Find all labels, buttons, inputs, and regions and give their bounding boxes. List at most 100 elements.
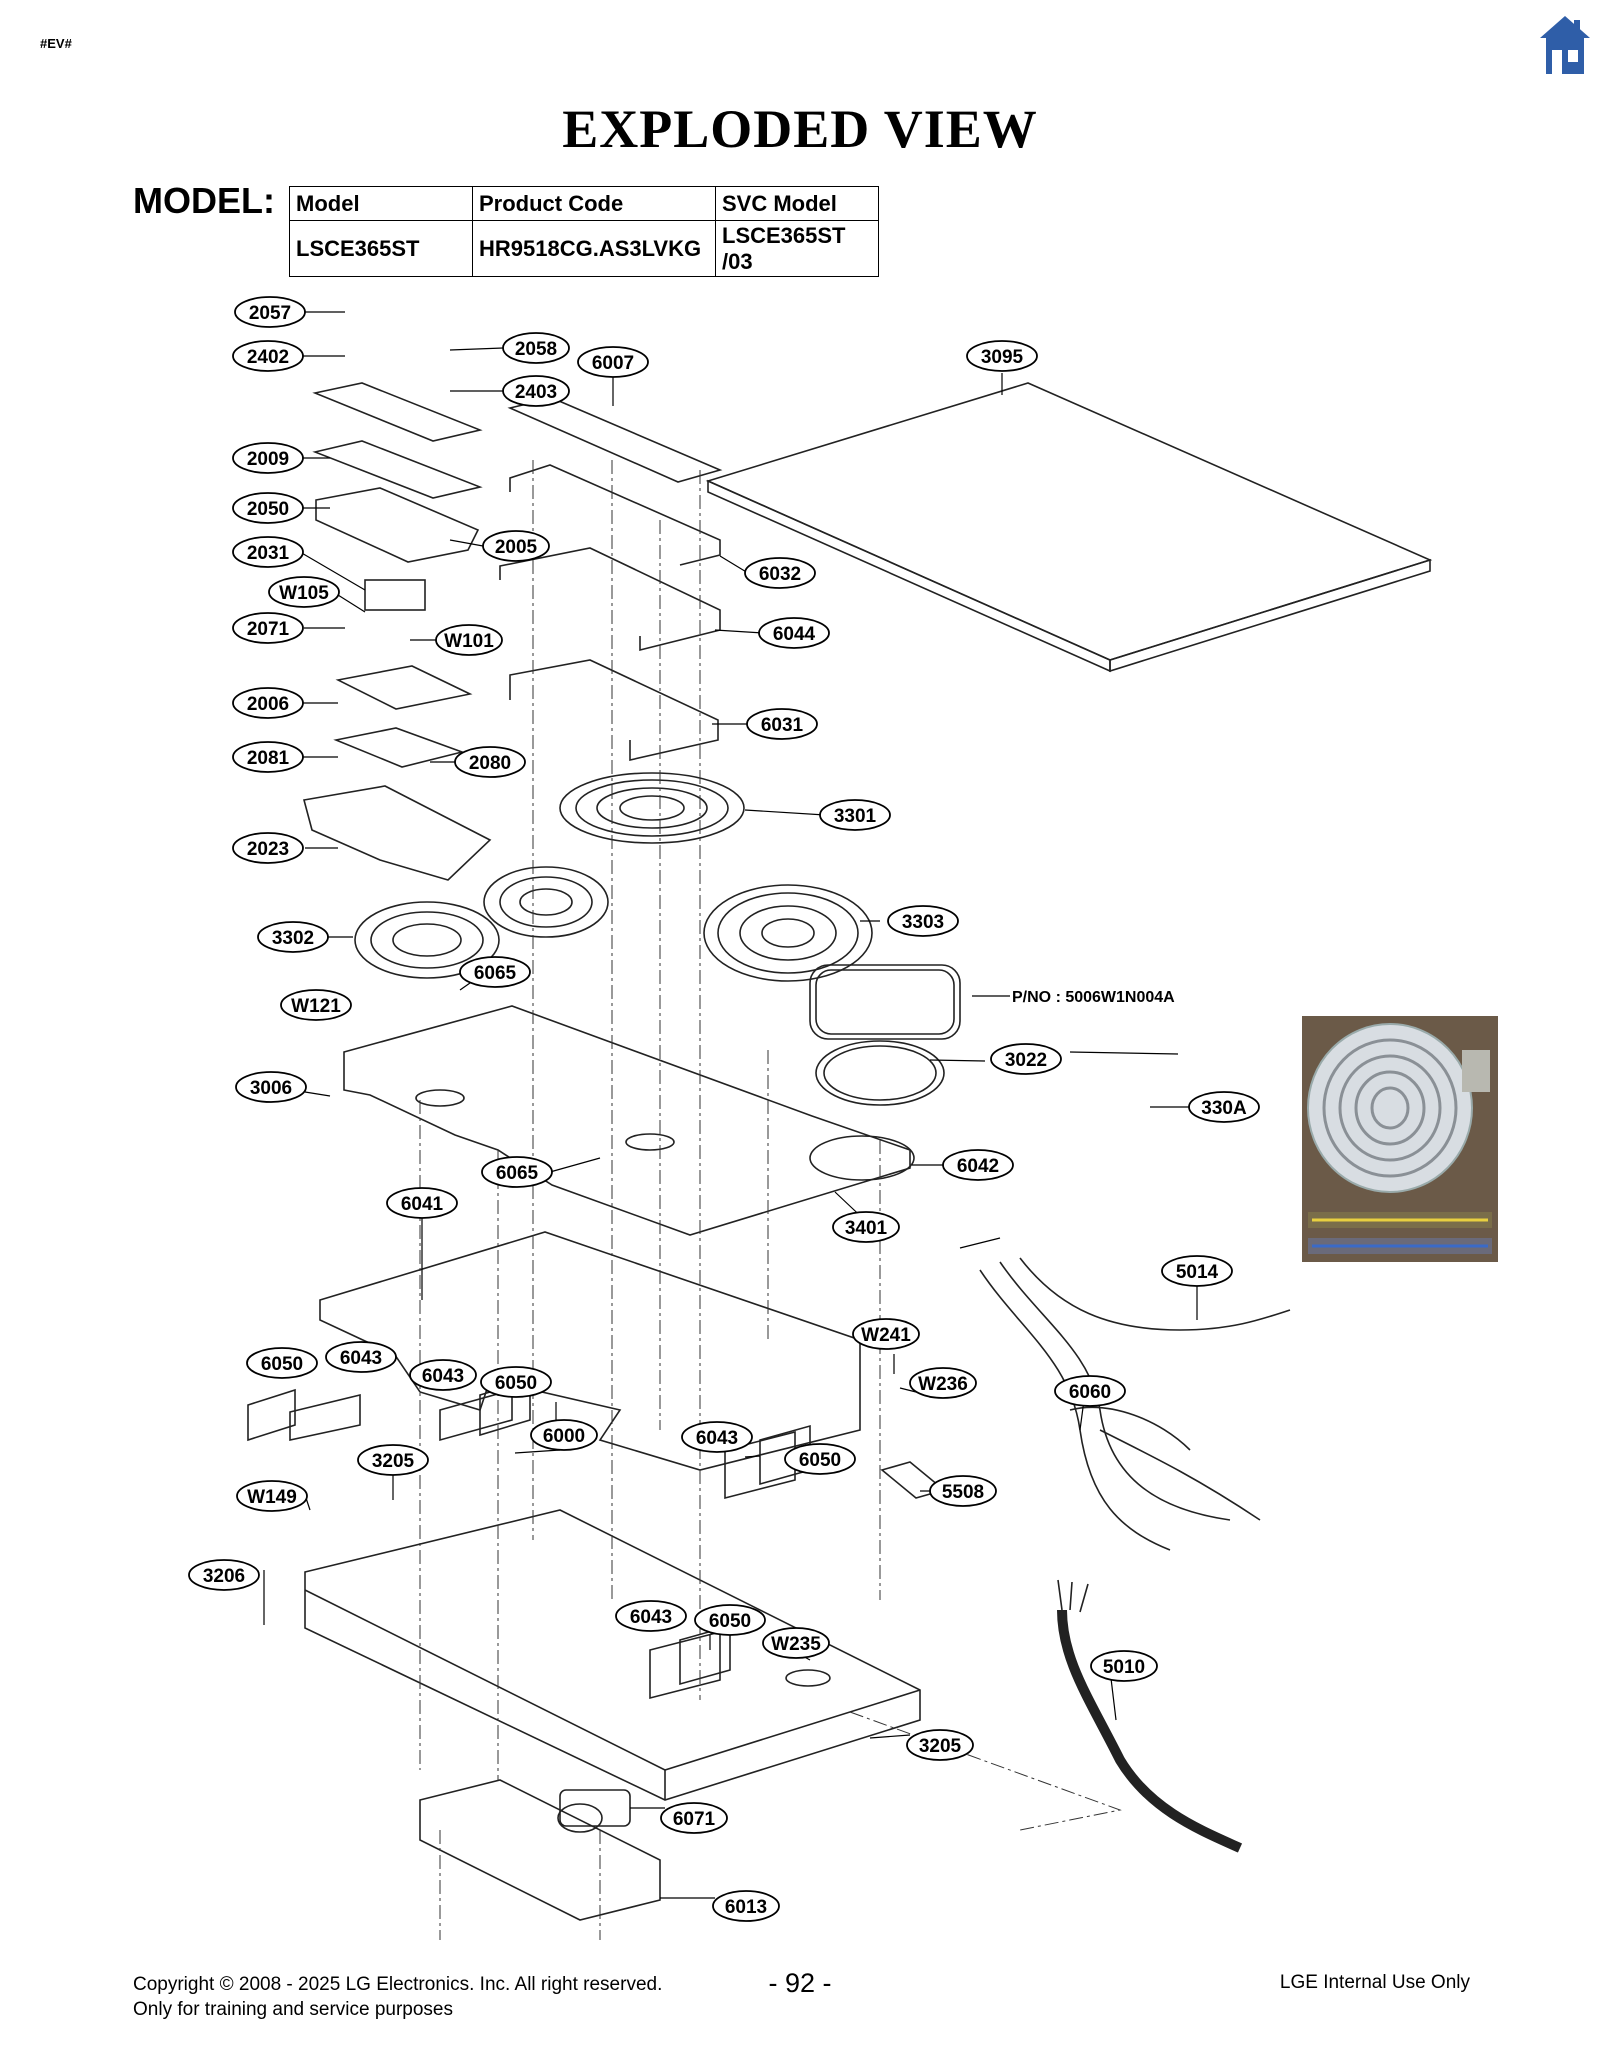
label-2057: 2057 — [249, 303, 291, 324]
label-6007: 6007 — [592, 353, 634, 374]
cell-model: LSCE365ST — [289, 220, 473, 277]
callout-2023 — [232, 832, 304, 864]
callout-5014 — [1161, 1255, 1233, 1287]
callout-W101 — [435, 624, 503, 656]
label-W121: W121 — [291, 996, 341, 1017]
label-2403: 2403 — [515, 382, 557, 403]
callout-2006 — [232, 687, 304, 719]
element-photo-330A — [1302, 1016, 1498, 1262]
label-6044: 6044 — [773, 624, 816, 645]
callout-6000 — [530, 1419, 598, 1451]
callout-6071 — [660, 1802, 728, 1834]
label-2009: 2009 — [247, 449, 289, 470]
label-6032: 6032 — [759, 564, 801, 585]
label-6043b: 6043 — [422, 1366, 464, 1387]
label-6050b: 6050 — [495, 1373, 537, 1394]
callout-6050a — [246, 1347, 318, 1379]
label-6041: 6041 — [401, 1194, 444, 1215]
callout-2005 — [482, 530, 550, 562]
footer-copyright: Copyright © 2008 - 2025 LG Electronics. … — [133, 1972, 662, 2022]
label-6031: 6031 — [761, 715, 804, 736]
label-3401: 3401 — [845, 1218, 888, 1239]
label-2071: 2071 — [247, 619, 290, 640]
label-6050a: 6050 — [261, 1354, 303, 1375]
callout-6043a — [325, 1341, 397, 1373]
callout-6042 — [942, 1149, 1014, 1181]
label-6060: 6060 — [1069, 1382, 1111, 1403]
label-3302: 3302 — [272, 928, 314, 949]
model-table: Model Product Code SVC Model LSCE365ST H… — [289, 186, 879, 277]
callout-330A — [1188, 1091, 1260, 1123]
chassis-6000 — [304, 1509, 921, 1801]
callout-6031 — [746, 708, 818, 740]
label-W105: W105 — [279, 583, 329, 604]
model-label: MODEL: — [133, 180, 275, 221]
label-3095: 3095 — [981, 347, 1024, 368]
callout-W235 — [762, 1627, 830, 1659]
label-3022: 3022 — [1005, 1050, 1047, 1071]
frame-brackets — [499, 464, 721, 762]
callout-2050 — [232, 492, 304, 524]
label-6043a: 6043 — [340, 1348, 382, 1369]
callout-2081 — [232, 741, 304, 773]
callout-W149 — [236, 1480, 308, 1512]
label-3205b: 3205 — [919, 1736, 962, 1757]
label-3006: 3006 — [250, 1078, 292, 1099]
callout-2402 — [232, 340, 304, 372]
label-6050d: 6050 — [709, 1611, 751, 1632]
callout-2009 — [232, 442, 304, 474]
label-6000: 6000 — [543, 1426, 585, 1447]
callout-W105 — [268, 576, 340, 608]
callout-6065b — [481, 1156, 553, 1188]
callout-6043d — [615, 1600, 687, 1632]
callout-6050b — [480, 1366, 552, 1398]
callout-3095 — [966, 340, 1038, 372]
glass-top — [705, 382, 1433, 673]
callout-2031 — [232, 536, 304, 568]
callout-6050c — [784, 1443, 856, 1475]
label-W241: W241 — [861, 1325, 911, 1346]
label-2005: 2005 — [495, 537, 538, 558]
label-5010: 5010 — [1103, 1657, 1145, 1678]
label-6043d: 6043 — [630, 1607, 672, 1628]
callout-3206 — [188, 1559, 260, 1591]
label-3303: 3303 — [902, 912, 944, 933]
label-2081: 2081 — [247, 748, 290, 769]
label-2402: 2402 — [247, 347, 289, 368]
callout-6043b — [409, 1359, 477, 1391]
home-icon[interactable] — [1538, 14, 1592, 76]
radiant-elements — [354, 772, 961, 1106]
callout-6032 — [744, 557, 816, 589]
callout-2057 — [234, 296, 306, 328]
callout-6013 — [712, 1890, 780, 1922]
label-6071: 6071 — [673, 1809, 716, 1830]
callout-3303 — [887, 905, 959, 937]
callout-2071 — [232, 612, 304, 644]
callout-2403 — [502, 375, 570, 407]
label-2058: 2058 — [515, 339, 557, 360]
callout-W236 — [909, 1367, 977, 1399]
label-6065b: 6065 — [496, 1163, 539, 1184]
label-3205a: 3205 — [372, 1451, 415, 1472]
header-product-code: Product Code — [472, 186, 716, 221]
guide-lines — [419, 460, 1122, 1940]
callout-6060 — [1054, 1375, 1126, 1407]
label-6042: 6042 — [957, 1156, 999, 1177]
label-2006: 2006 — [247, 694, 289, 715]
callout-2080 — [454, 746, 526, 778]
callout-6041 — [386, 1187, 458, 1219]
callout-3302 — [257, 921, 329, 953]
label-W101: W101 — [444, 631, 494, 652]
callout-6043c — [681, 1421, 753, 1453]
callout-6007 — [577, 346, 649, 378]
copyright-text: Copyright © 2008 - 2025 LG Electronics. … — [133, 1974, 663, 1995]
label-W235: W235 — [771, 1634, 821, 1655]
internal-use-label: LGE Internal Use Only — [1279, 1972, 1470, 1993]
label-2080: 2080 — [469, 753, 511, 774]
callout-3301 — [819, 799, 891, 831]
callout-6065a — [459, 956, 531, 988]
page-number: - 92 - — [768, 1968, 832, 1998]
callout-bubbles — [188, 296, 1260, 1922]
page-title: EXPLODED VIEW — [562, 99, 1038, 159]
label-5508: 5508 — [942, 1482, 984, 1503]
